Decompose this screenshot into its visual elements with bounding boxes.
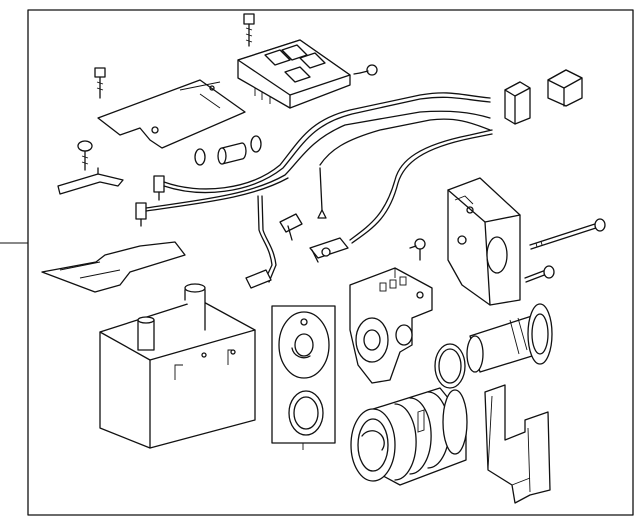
sensor-connector-right[interactable] [309,237,349,263]
bracket-clip-screw[interactable] [77,140,93,171]
cover-plate[interactable] [97,79,246,149]
seal-ring[interactable] [434,343,466,389]
bracket-clip[interactable] [57,167,124,195]
short-bolt[interactable] [524,265,555,283]
housing-screw[interactable] [409,238,426,261]
diagram-frame [27,9,634,516]
cover-plate-screw[interactable] [94,67,106,99]
control-unit-side-screw[interactable] [353,64,378,76]
relay-blocks[interactable] [504,69,583,125]
combustion-tube[interactable] [466,303,553,373]
fuel-line-pipe[interactable] [245,195,277,289]
wiring-harness-lines[interactable] [145,92,493,244]
heat-exchanger[interactable] [99,283,256,449]
control-unit-screw[interactable] [243,13,255,47]
heat-shield-bracket[interactable] [484,384,551,504]
long-bolt[interactable] [529,218,606,250]
gasket-kit[interactable] [271,305,336,450]
burner-insert[interactable] [350,387,468,486]
sensor-connector-left[interactable] [279,213,303,241]
burner-housing[interactable] [349,267,433,384]
control-unit[interactable] [237,39,351,109]
sleeve-and-o-rings[interactable] [194,135,262,166]
temperature-sensors[interactable] [135,175,165,227]
gasket[interactable] [41,241,186,293]
blower-housing[interactable] [447,177,521,306]
